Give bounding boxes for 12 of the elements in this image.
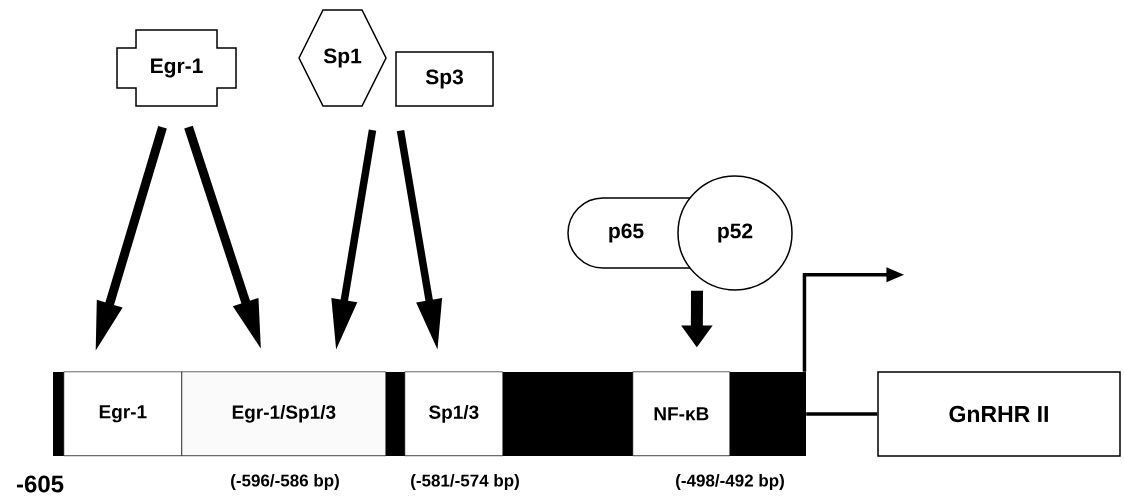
binding-site-box: NF-κB — [632, 371, 731, 457]
position-label: (-498/-492 bp) — [676, 474, 784, 490]
protein-hexagon: Sp1 — [298, 9, 387, 107]
connector-line — [806, 412, 878, 416]
binding-site-box: Sp1/3 — [404, 371, 504, 457]
position-label: (-596/-586 bp) — [231, 474, 339, 490]
position-label: (-581/-574 bp) — [411, 474, 519, 490]
binding-site-box: Egr-1/Sp1/3 — [181, 371, 387, 457]
binding-site-box: Egr-1 — [63, 371, 183, 457]
protein-box: Sp3 — [395, 51, 494, 107]
position-label: -605 — [16, 475, 64, 493]
gene-box: GnRHR II — [877, 371, 1121, 457]
